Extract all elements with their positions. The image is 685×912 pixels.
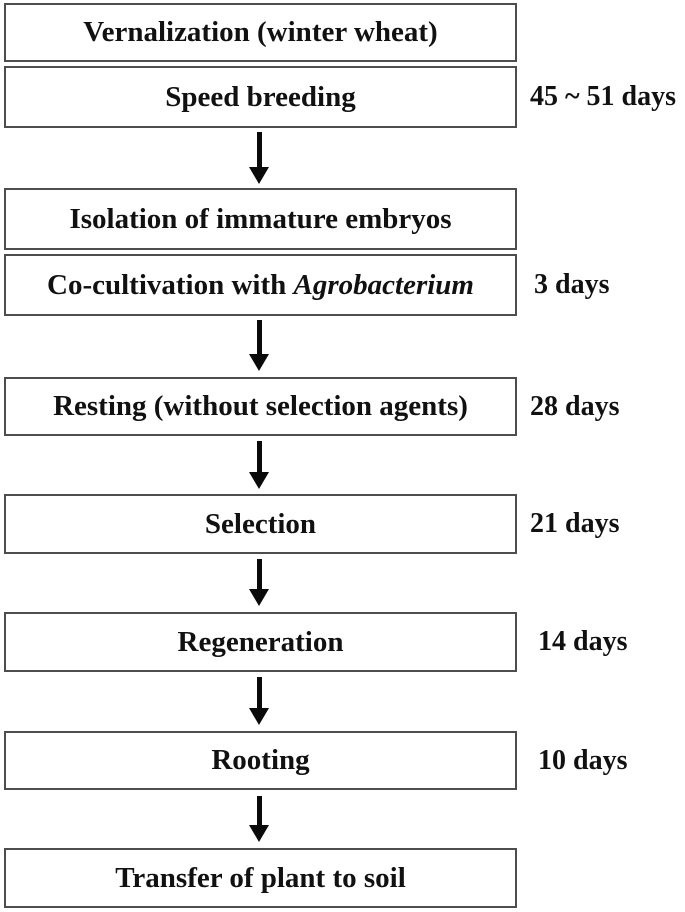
step-box-selection: Selection — [4, 494, 517, 554]
step-label-vernalization: Vernalization (winter wheat) — [83, 16, 438, 48]
arrow-stem — [257, 320, 262, 357]
duration-label-speed-breeding: 45 ~ 51 days — [530, 81, 677, 112]
arrow-head — [249, 354, 269, 371]
step-box-rooting: Rooting — [4, 731, 517, 790]
step-label-selection: Selection — [204, 507, 317, 540]
arrow-head — [249, 589, 269, 606]
down-arrow-icon — [249, 559, 270, 606]
arrow-head — [249, 167, 269, 184]
step-label-co-cultivation: Co-cultivation with Agrobacterium — [47, 268, 474, 301]
agrobacterium-italic-text: Agrobacterium — [293, 268, 474, 301]
arrow-head — [249, 708, 269, 725]
step-label-isolation: Isolation of immature embryos — [69, 202, 452, 235]
step-label-resting: Resting (without selection agents) — [53, 390, 468, 422]
down-arrow-icon — [249, 320, 270, 371]
step-box-regeneration: Regeneration — [4, 612, 517, 672]
arrow-head — [249, 825, 269, 842]
step-box-vernalization: Vernalization (winter wheat) — [4, 3, 517, 62]
step-label-rooting: Rooting — [211, 744, 310, 776]
step-box-isolation: Isolation of immature embryos — [4, 188, 517, 250]
duration-label-co-cultivation: 3 days — [534, 269, 610, 300]
down-arrow-icon — [249, 441, 270, 489]
step-box-resting: Resting (without selection agents) — [4, 377, 517, 436]
duration-label-rooting: 10 days — [538, 744, 628, 776]
arrow-head — [249, 472, 269, 489]
arrow-stem — [257, 441, 262, 475]
arrow-stem — [257, 559, 262, 592]
down-arrow-icon — [249, 796, 270, 842]
down-arrow-icon — [249, 677, 270, 725]
step-box-speed-breeding: Speed breeding — [4, 66, 517, 128]
arrow-stem — [257, 132, 262, 170]
duration-label-selection: 21 days — [530, 508, 620, 539]
duration-label-resting: 28 days — [530, 390, 620, 422]
arrow-stem — [257, 677, 262, 711]
step-box-co-cultivation: Co-cultivation with Agrobacterium — [4, 254, 517, 316]
down-arrow-icon — [249, 132, 270, 184]
step-box-transfer: Transfer of plant to soil — [4, 848, 517, 908]
arrow-stem — [257, 796, 262, 828]
step-label-transfer: Transfer of plant to soil — [115, 861, 406, 894]
step-label-speed-breeding: Speed breeding — [165, 80, 356, 113]
duration-label-regeneration: 14 days — [538, 626, 628, 657]
step-label-regeneration: Regeneration — [177, 625, 344, 658]
